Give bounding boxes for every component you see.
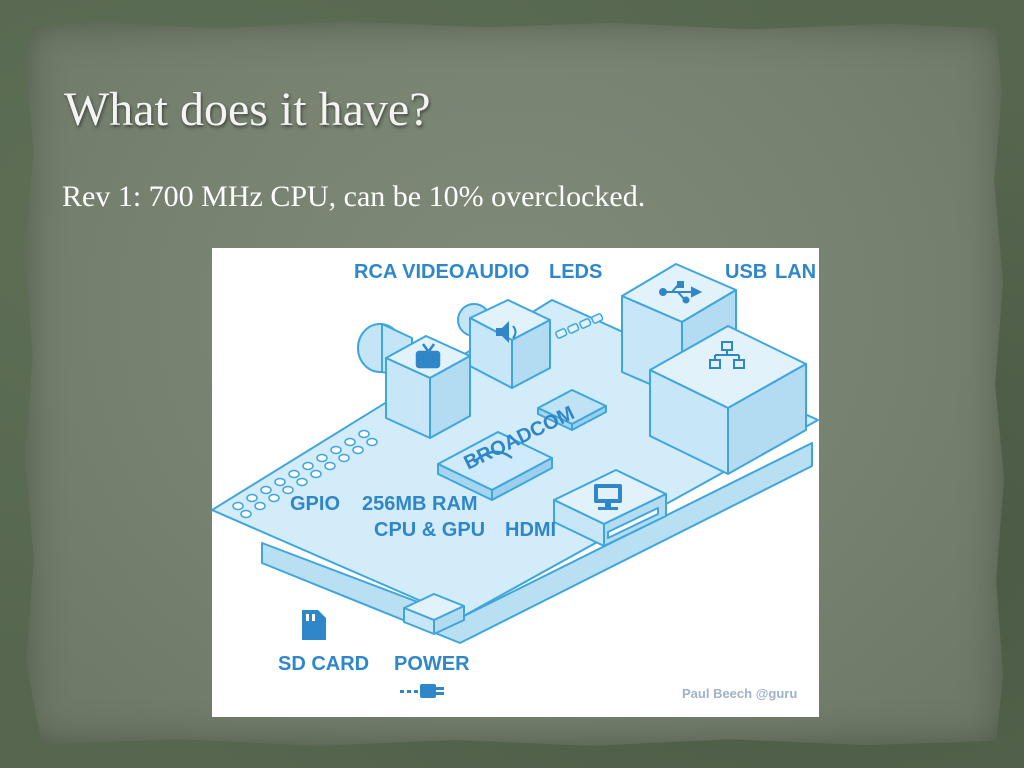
- label-usb: USB: [725, 261, 767, 283]
- gpio-header: [232, 429, 378, 519]
- power-connector: [403, 593, 465, 635]
- status-leds: [555, 313, 604, 339]
- label-sd-card: SD CARD: [278, 653, 369, 675]
- label-lan: LAN: [775, 261, 816, 283]
- sd-card-icon: [302, 610, 326, 640]
- usb-icon: [659, 281, 703, 304]
- rca-video-connector: [357, 323, 471, 439]
- diagram-svg: BROADCOM RCA VIDEO AUDIO LEDS USB LAN GP…: [212, 261, 819, 701]
- network-icon: [709, 341, 745, 369]
- raspberry-pi-diagram: BROADCOM RCA VIDEO AUDIO LEDS USB LAN GP…: [212, 248, 819, 717]
- power-plug-icon: [400, 684, 444, 698]
- soc-chip: [437, 431, 553, 501]
- label-audio: AUDIO: [465, 261, 529, 283]
- slide-title: What does it have?: [64, 83, 431, 136]
- monitor-icon: [594, 484, 622, 510]
- slide-bullet: Rev 1: 700 MHz CPU, can be 10% overclock…: [62, 180, 646, 213]
- label-ram-line2: CPU & GPU: [374, 519, 485, 541]
- tv-icon: [415, 343, 441, 369]
- label-leds: LEDS: [549, 261, 602, 283]
- lan-connector: [649, 325, 807, 475]
- diagram-credit: Paul Beech @guru: [682, 686, 797, 701]
- label-ram-line1: 256MB RAM: [362, 493, 478, 515]
- label-rca-video: RCA VIDEO: [354, 261, 464, 283]
- label-power: POWER: [394, 653, 470, 675]
- speaker-icon: [496, 321, 517, 343]
- label-hdmi: HDMI: [505, 519, 556, 541]
- label-gpio: GPIO: [290, 493, 340, 515]
